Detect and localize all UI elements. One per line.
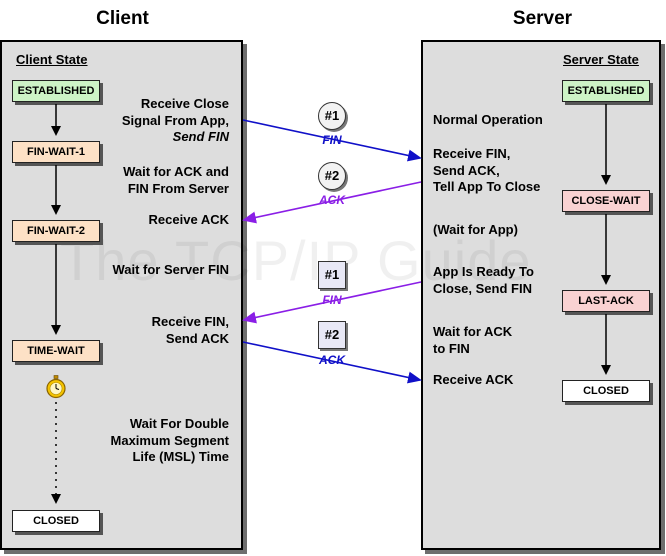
client-note-wait-ack-fin: Wait for ACK and FIN From Server [123,164,229,196]
client-note-wait-server-fin: Wait for Server FIN [112,262,229,277]
client-note-receive-fin-send-ack: Receive FIN, Send ACK [151,314,229,346]
message-1-label: FIN [322,133,342,147]
message-3-fin-arrow [242,281,422,324]
client-header: Client [96,8,149,29]
client-panel [0,40,243,550]
message-1-badge: #1 [318,102,346,130]
server-state-established: ESTABLISHED [562,80,650,102]
client-state-established: ESTABLISHED [12,80,100,102]
message-4-label: ACK [319,353,345,367]
client-state-fin-wait-2: FIN-WAIT-2 [12,220,100,242]
message-1-fin-arrow [242,119,422,162]
server-state-title: Server State [563,52,639,67]
client-note-receive-ack: Receive ACK [148,212,229,227]
stopwatch-icon [46,375,66,399]
server-note-normal-operation: Normal Operation [433,112,543,127]
client-state-time-wait: TIME-WAIT [12,340,100,362]
server-note-wait-ack-to-fin: Wait for ACK to FIN [433,324,513,356]
server-state-closed: CLOSED [562,380,650,402]
server-note-receive-ack: Receive ACK [433,372,514,387]
client-state-closed: CLOSED [12,510,100,532]
watermark: The TCP/IP Guide [60,229,532,292]
client-state-title: Client State [16,52,88,67]
message-3-badge: #1 [318,261,346,289]
message-4-ack-arrow [242,341,422,384]
message-4-badge: #2 [318,321,346,349]
server-state-close-wait: CLOSE-WAIT [562,190,650,212]
message-2-ack-arrow [242,181,422,224]
server-note-app-ready: App Is Ready To Close, Send FIN [433,264,534,296]
server-note-wait-for-app: (Wait for App) [433,222,518,237]
server-note-receive-fin: Receive FIN, Send ACK, Tell App To Close [433,146,541,194]
client-state-fin-wait-1: FIN-WAIT-1 [12,141,100,163]
message-2-badge: #2 [318,162,346,190]
server-state-last-ack: LAST-ACK [562,290,650,312]
client-note-wait-double-msl: Wait For Double Maximum Segment Life (MS… [110,416,229,464]
client-note-receive-close: Receive Close Signal From App, Send FIN [121,96,229,144]
message-2-label: ACK [319,193,345,207]
server-header: Server [512,8,573,29]
message-3-label: FIN [322,293,342,307]
